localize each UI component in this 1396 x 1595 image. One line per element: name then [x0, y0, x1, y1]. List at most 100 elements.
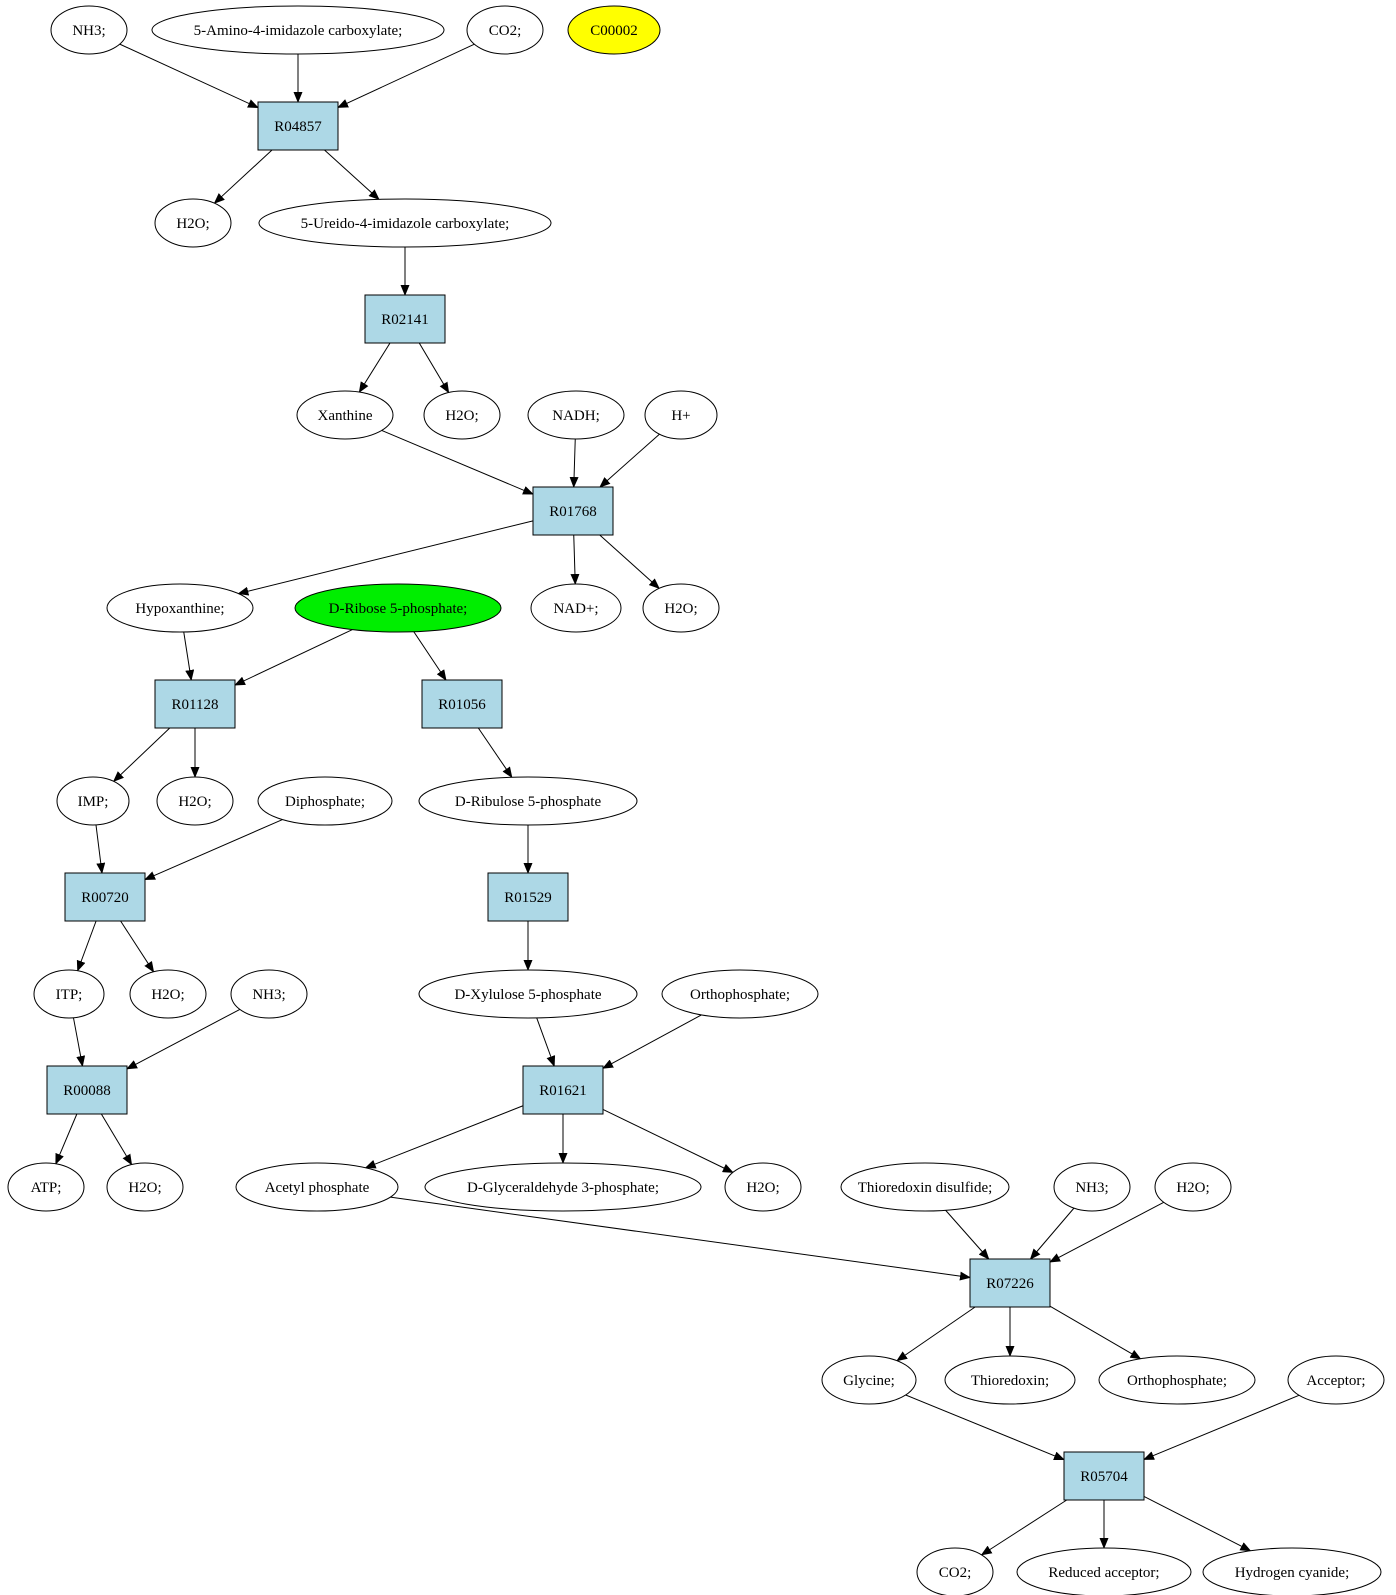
compound-ellipse: [424, 1162, 702, 1212]
node-label: NH3;: [72, 23, 105, 39]
compound-node-atp[interactable]: ATP;: [7, 1162, 85, 1212]
edge-ribose5p-to-r01056: [413, 631, 447, 681]
compound-node-h2o_h[interactable]: H2O;: [1154, 1162, 1232, 1212]
compound-node-h2o_e[interactable]: H2O;: [129, 969, 207, 1019]
edge-nh3_b-to-r00088: [126, 1008, 241, 1070]
compound-node-ortho_b[interactable]: Orthophosphate;: [1098, 1355, 1256, 1405]
compound-node-ribulose5p[interactable]: D-Ribulose 5-phosphate: [418, 776, 638, 826]
compound-node-hplus[interactable]: H+: [644, 390, 718, 440]
node-label: H+: [671, 408, 690, 424]
compound-node-hypoxanthine[interactable]: Hypoxanthine;: [106, 583, 254, 633]
node-label: C00002: [590, 23, 638, 39]
compound-node-nadplus[interactable]: NAD+;: [530, 583, 622, 633]
edges-layer: [55, 43, 1300, 1556]
compound-node-acceptor[interactable]: Acceptor;: [1287, 1355, 1385, 1405]
compound-node-h2o_b[interactable]: H2O;: [423, 390, 501, 440]
compound-node-nh3_c[interactable]: NH3;: [1053, 1162, 1131, 1212]
compound-node-nadh[interactable]: NADH;: [527, 390, 625, 440]
compound-node-co2_a[interactable]: CO2;: [466, 5, 544, 55]
compound-node-diphosphate[interactable]: Diphosphate;: [257, 776, 393, 826]
compound-node-aicar[interactable]: 5-Amino-4-imidazole carboxylate;: [151, 5, 445, 55]
edge-h2o_h-to-r07226: [1049, 1201, 1165, 1263]
compound-ellipse: [1154, 1162, 1232, 1212]
reaction-node-r05704[interactable]: R05704: [1063, 1451, 1145, 1501]
node-label: R02141: [381, 312, 429, 328]
compound-ellipse: [916, 1547, 994, 1595]
node-label: 5-Ureido-4-imidazole carboxylate;: [301, 216, 510, 232]
node-label: R01128: [172, 697, 219, 713]
edge-r02141-to-xanthine: [358, 342, 391, 393]
compound-node-g3p[interactable]: D-Glyceraldehyde 3-phosphate;: [424, 1162, 702, 1212]
compound-node-glycine[interactable]: Glycine;: [821, 1355, 917, 1405]
node-label: R05704: [1080, 1469, 1128, 1485]
node-label: R01056: [438, 697, 486, 713]
node-label: Xanthine: [318, 408, 373, 424]
node-label: NH3;: [1075, 1180, 1108, 1196]
node-label: Hydrogen cyanide;: [1235, 1565, 1350, 1581]
compound-ellipse: [724, 1162, 802, 1212]
reaction-node-r01128[interactable]: R01128: [154, 679, 236, 729]
compound-node-xanthine[interactable]: Xanthine: [296, 390, 394, 440]
compound-node-h2o_d[interactable]: H2O;: [156, 776, 234, 826]
compound-ellipse: [1098, 1355, 1256, 1405]
reaction-box: [1063, 1451, 1145, 1501]
compound-ellipse: [258, 198, 552, 248]
compound-node-itp[interactable]: ITP;: [33, 969, 105, 1019]
reaction-node-r00088[interactable]: R00088: [46, 1065, 128, 1115]
compound-ellipse: [50, 5, 128, 55]
node-label: H2O;: [176, 216, 209, 232]
compound-node-xylulose5p[interactable]: D-Xylulose 5-phosphate: [418, 969, 638, 1019]
compound-node-co2_b[interactable]: CO2;: [916, 1547, 994, 1595]
node-label: Hypoxanthine;: [135, 601, 224, 617]
compound-node-ribose5p[interactable]: D-Ribose 5-phosphate;: [294, 583, 502, 633]
compound-ellipse: [530, 583, 622, 633]
compound-node-nh3_a[interactable]: NH3;: [50, 5, 128, 55]
compound-ellipse: [642, 583, 720, 633]
reaction-box: [364, 294, 446, 344]
edge-r01768-to-h2o_c: [599, 534, 660, 590]
node-label: CO2;: [939, 1565, 972, 1581]
compound-node-ureido[interactable]: 5-Ureido-4-imidazole carboxylate;: [258, 198, 552, 248]
reaction-node-r07226[interactable]: R07226: [969, 1258, 1051, 1308]
edge-r05704-to-hcn: [1143, 1495, 1252, 1552]
compound-node-trx[interactable]: Thioredoxin;: [944, 1355, 1076, 1405]
reaction-node-r01621[interactable]: R01621: [522, 1065, 604, 1115]
node-label: 5-Amino-4-imidazole carboxylate;: [194, 23, 403, 39]
reaction-node-r01768[interactable]: R01768: [532, 486, 614, 536]
compound-node-hcn[interactable]: Hydrogen cyanide;: [1202, 1547, 1382, 1595]
node-label: NADH;: [552, 408, 600, 424]
edge-r01056-to-ribulose5p: [477, 727, 513, 779]
nodes-layer: NH3; 5-Amino-4-imidazole carboxylate; CO2;…: [7, 5, 1385, 1595]
compound-ellipse: [129, 969, 207, 1019]
compound-node-c00002[interactable]: C00002: [567, 5, 661, 55]
compound-node-ortho_a[interactable]: Orthophosphate;: [661, 969, 819, 1019]
compound-ellipse: [944, 1355, 1076, 1405]
edge-acetylp-to-r07226: [390, 1196, 971, 1281]
reaction-node-r01529[interactable]: R01529: [487, 872, 569, 922]
compound-node-redacc[interactable]: Reduced acceptor;: [1016, 1547, 1192, 1595]
compound-node-h2o_a[interactable]: H2O;: [154, 198, 232, 248]
compound-ellipse: [156, 776, 234, 826]
compound-node-h2o_f[interactable]: H2O;: [106, 1162, 184, 1212]
edge-r07226-to-glycine: [896, 1306, 976, 1362]
reaction-node-r02141[interactable]: R02141: [364, 294, 446, 344]
compound-node-h2o_g[interactable]: H2O;: [724, 1162, 802, 1212]
compound-node-trxss[interactable]: Thioredoxin disulfide;: [840, 1162, 1010, 1212]
compound-ellipse: [644, 390, 718, 440]
reaction-node-r01056[interactable]: R01056: [421, 679, 503, 729]
compound-node-imp[interactable]: IMP;: [56, 776, 130, 826]
reaction-box: [532, 486, 614, 536]
compound-node-nh3_b[interactable]: NH3;: [230, 969, 308, 1019]
compound-ellipse: [296, 390, 394, 440]
compound-ellipse: [840, 1162, 1010, 1212]
node-label: R01621: [539, 1083, 587, 1099]
reaction-node-r00720[interactable]: R00720: [64, 872, 146, 922]
node-label: H2O;: [664, 601, 697, 617]
reaction-node-r04857[interactable]: R04857: [257, 101, 339, 151]
compound-node-h2o_c[interactable]: H2O;: [642, 583, 720, 633]
edge-diphosphate-to-r00720: [144, 819, 283, 881]
compound-node-acetylp[interactable]: Acetyl phosphate: [235, 1162, 399, 1212]
compound-ellipse: [106, 1162, 184, 1212]
edge-xylulose5p-to-r01621: [536, 1017, 556, 1067]
